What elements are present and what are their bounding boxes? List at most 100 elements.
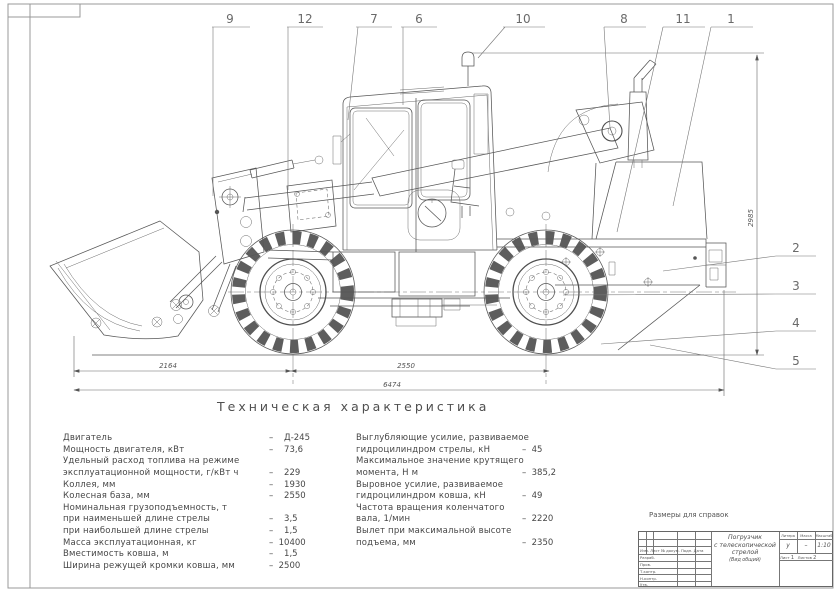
dimensions: 2164 2550 6474 2985 <box>73 53 764 396</box>
spec-value: – 2220 <box>522 514 554 525</box>
tech-specs-right-column: Выглубляющие усилие, развиваемое гидроци… <box>356 433 596 549</box>
spec-label: Вместимость ковша, м <box>63 549 169 560</box>
col-massa: Масса <box>800 533 812 538</box>
spec-value: – 73,6 <box>269 444 303 455</box>
callouts-right: 2 3 4 5 <box>563 241 816 369</box>
spec-row: эксплуатационной мощности, г/кВт ч – 229 <box>63 468 365 480</box>
tech-specs-left-column: Двигатель – Д-245 Мощность двигателя, кВт… <box>63 433 365 573</box>
spec-label: Выглубляющие усилие, развиваемое <box>356 433 530 443</box>
spec-value: – 2500 <box>269 561 301 572</box>
spec-label: эксплуатационной мощности, г/кВт ч <box>63 467 239 478</box>
dim-overall-length: 6474 <box>383 381 401 389</box>
spec-label: Вылет при максимальной высоте <box>356 526 512 537</box>
callout-7: 7 <box>370 12 378 26</box>
spec-value: – 3,5 <box>269 514 298 525</box>
spec-label: гидроцилиндром стрелы, кН <box>356 444 491 455</box>
row-prov: Пров. <box>640 562 652 567</box>
rear-body <box>497 60 726 350</box>
spec-row: Частота вращения коленчатого <box>356 503 596 515</box>
title-block-divider <box>779 532 780 586</box>
spec-row: Колесная база, мм – 2550 <box>63 491 365 503</box>
spec-label: Коллея, мм <box>63 479 116 490</box>
spec-value: – 385,2 <box>522 467 556 478</box>
front-frame-tower <box>170 168 264 312</box>
spec-label: момента, Н м <box>356 467 419 478</box>
spec-row: при наибольшей длине стрелы – 1,5 <box>63 526 365 538</box>
centerlines <box>228 224 736 384</box>
spec-value: – 2550 <box>269 491 306 502</box>
callout-8: 8 <box>620 12 628 26</box>
spec-label: вала, 1/мин <box>356 514 411 525</box>
tech-characteristics-title: Техническая характеристика <box>217 399 490 414</box>
dim-overall-height: 2985 <box>747 209 755 227</box>
title-block-divider <box>711 532 712 586</box>
spec-row: Масса эксплуатационная, кг– 10400 <box>63 538 365 550</box>
spec-value: – 49 <box>522 491 543 502</box>
row-utv: Утв. <box>640 582 648 587</box>
spec-value: – Д-245 <box>269 433 310 443</box>
spec-label: Мощность двигателя, кВт <box>63 444 185 455</box>
callout-6: 6 <box>415 12 423 26</box>
sheet-row: Лист 1 Листов 2 <box>780 554 817 561</box>
spec-row: вала, 1/мин – 2220 <box>356 514 596 526</box>
row-nkontr: Н.контр. <box>640 576 657 581</box>
callout-9: 9 <box>226 12 234 26</box>
col-masshtab: Масштаб <box>815 533 833 538</box>
spec-label: при наименьшей длине стрелы <box>63 514 211 525</box>
reference-dimensions-note: Размеры для справок <box>649 511 729 519</box>
spec-label: Колесная база, мм <box>63 491 150 502</box>
callout-4: 4 <box>792 316 800 330</box>
spec-label: Частота вращения коленчатого <box>356 502 505 513</box>
bucket <box>50 221 220 339</box>
cab <box>333 52 497 252</box>
spec-label: Ширина режущей кромки ковша, мм <box>63 561 236 572</box>
spec-row: подъема, мм – 2350 <box>356 538 596 550</box>
col-litera: Литера <box>781 533 795 538</box>
spec-label: Удельный расход топлива на режиме <box>63 456 240 467</box>
spec-label: Номинальная грузоподъемность, т <box>63 502 228 513</box>
spec-value: – 1,5 <box>269 549 298 560</box>
spec-row: при наименьшей длине стрелы – 3,5 <box>63 514 365 526</box>
title-block: Изм. Лист № докум. Подп. Дата Разраб. Пр… <box>638 531 833 587</box>
spec-row: гидроцилиндром стрелы, кН – 45 <box>356 445 596 457</box>
massa-value: – <box>804 542 808 549</box>
spec-value: – 229 <box>269 467 301 478</box>
spec-row: Коллея, мм – 1930 <box>63 480 365 492</box>
spec-row: Удельный расход топлива на режиме <box>63 456 365 468</box>
row-tkontr: Т.контр. <box>640 569 657 574</box>
dim-front-overhang: 2164 <box>159 362 177 370</box>
callouts-top: 9 12 7 6 10 8 11 1 <box>212 12 753 232</box>
litera-value: у <box>786 542 790 549</box>
spec-label: Двигатель <box>63 433 113 443</box>
callout-10: 10 <box>515 12 530 26</box>
row-razrab: Разраб. <box>640 555 655 560</box>
spec-value: – 1930 <box>269 479 306 490</box>
spec-label: при наибольшей длине стрелы <box>63 526 209 537</box>
callout-11: 11 <box>675 12 690 26</box>
spec-row: момента, Н м – 385,2 <box>356 468 596 480</box>
callout-3: 3 <box>792 279 800 293</box>
callout-5: 5 <box>792 354 800 368</box>
spec-row: Ширина режущей кромки ковша, мм – 2500 <box>63 561 365 573</box>
spec-value: – 2350 <box>522 537 554 548</box>
telescopic-boom <box>243 102 654 239</box>
spec-row: Мощность двигателя, кВт – 73,6 <box>63 445 365 457</box>
spec-row: Номинальная грузоподъемность, т <box>63 503 365 515</box>
spec-value: – 45 <box>522 444 543 455</box>
sheet-frame <box>8 4 833 588</box>
chassis <box>266 250 510 326</box>
spec-label: Максимальное значение крутящего <box>356 456 524 467</box>
spec-row: Максимальное значение крутящего <box>356 456 596 468</box>
spec-row: Выровное усилие, развиваемое <box>356 480 596 492</box>
masshtab-value: 1:10 <box>817 542 831 549</box>
document-name: Погрузчик с телескопической стрелой (Вид… <box>714 534 776 563</box>
spec-row: Выглубляющие усилие, развиваемое <box>356 433 596 445</box>
spec-value: – 1,5 <box>269 526 298 537</box>
spec-row: Вместимость ковша, м – 1,5 <box>63 549 365 561</box>
spec-label: подъема, мм <box>356 537 416 548</box>
dim-wheelbase: 2550 <box>397 362 415 370</box>
spec-label: гидроцилиндром ковша, кН <box>356 491 486 502</box>
spec-row: Двигатель – Д-245 <box>63 433 365 445</box>
